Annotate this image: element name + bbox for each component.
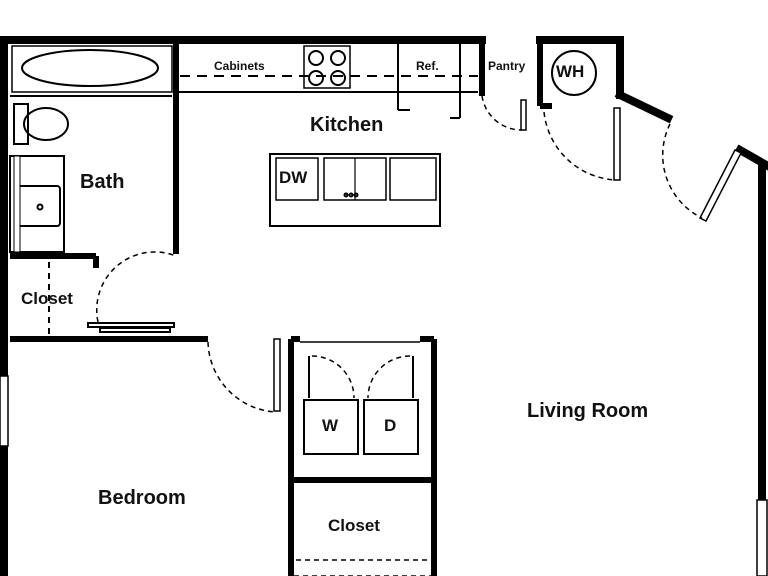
living-room-label: Living Room xyxy=(527,400,649,422)
closet-upper-label: Closet xyxy=(21,289,73,308)
closet-rod xyxy=(48,262,175,334)
cabinets-label: Cabinets xyxy=(214,59,265,73)
bath-label: Bath xyxy=(80,171,125,193)
dryer-label: D xyxy=(384,416,397,435)
washer-label: W xyxy=(322,416,339,435)
water-heater-label: WH xyxy=(556,62,585,81)
refrigerator-label: Ref. xyxy=(416,59,439,73)
exterior-walls xyxy=(0,36,768,576)
interior-walls xyxy=(10,40,552,576)
kitchen-island xyxy=(269,153,441,227)
kitchen-counter xyxy=(176,44,478,119)
dishwasher-label: DW xyxy=(279,168,308,187)
closet-lower-label: Closet xyxy=(328,516,380,535)
door-swings xyxy=(95,95,703,576)
window-frames xyxy=(0,375,768,576)
bath-fixtures xyxy=(9,45,173,253)
bedroom-label: Bedroom xyxy=(98,487,186,509)
water-heater xyxy=(551,50,597,96)
pantry-label: Pantry xyxy=(488,59,526,73)
laundry-appliances xyxy=(300,341,420,455)
door-leaves xyxy=(273,99,743,412)
kitchen-label: Kitchen xyxy=(310,114,384,136)
